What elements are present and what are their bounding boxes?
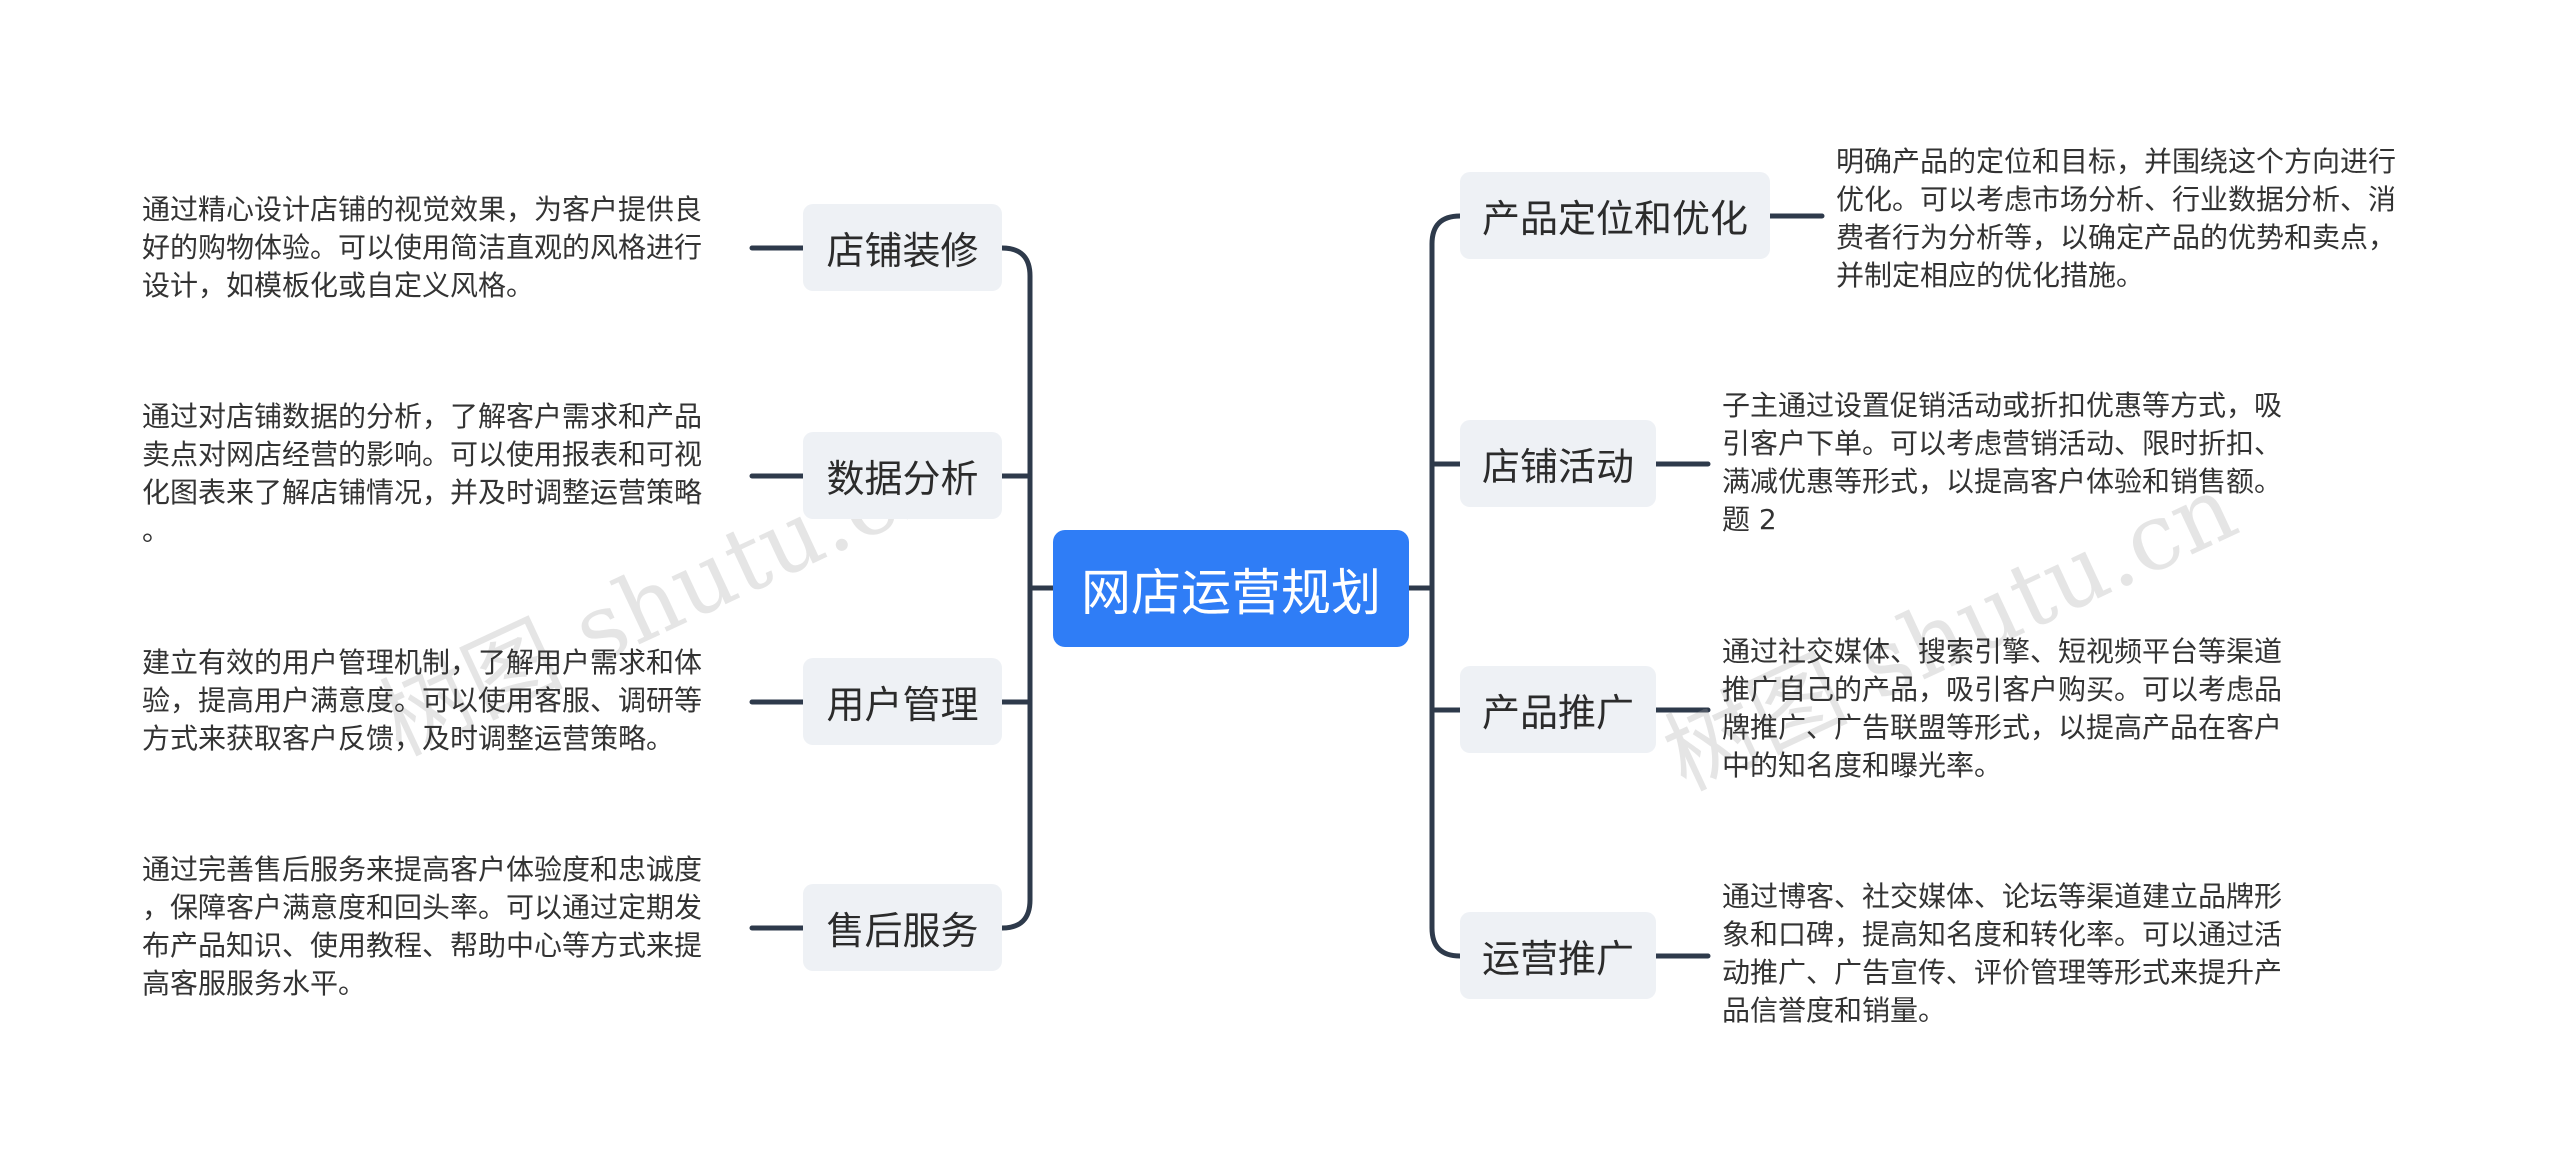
right-trunk	[1429, 213, 1463, 959]
branch-label: 售后服务	[826, 909, 979, 953]
branch-label: 产品推广	[1481, 691, 1634, 735]
branch-store-activities[interactable]: 店铺活动	[1460, 420, 1656, 507]
branch-label: 店铺活动	[1481, 445, 1634, 489]
leaf-user-management: 建立有效的用户管理机制，了解用户需求和体 验，提高用户满意度。可以使用客服、调研…	[142, 646, 703, 755]
leaf-store-decoration: 通过精心设计店铺的视觉效果，为客户提供良 好的购物体验。可以使用简洁直观的风格进…	[142, 193, 703, 302]
leaf-product-positioning: 明确产品的定位和目标，并围绕这个方向进行 优化。可以考虑市场分析、行业数据分析、…	[1836, 145, 2397, 292]
branch-operation-promotion[interactable]: 运营推广	[1460, 912, 1656, 999]
leaf-operation-promotion: 通过博客、社交媒体、论坛等渠道建立品牌形 象和口碑，提高知名度和转化率。可以通过…	[1722, 880, 2283, 1027]
leaf-store-activities: 子主通过设置促销活动或折扣优惠等方式，吸 引客户下单。可以考虑营销活动、限时折扣…	[1722, 389, 2283, 536]
root-topic[interactable]: 网店运营规划	[1053, 530, 1409, 647]
root-topic-label: 网店运营规划	[1081, 563, 1381, 622]
branch-user-management[interactable]: 用户管理	[803, 658, 1002, 745]
branch-label: 店铺装修	[826, 229, 979, 273]
branch-data-analysis[interactable]: 数据分析	[803, 432, 1002, 519]
branch-store-decoration[interactable]: 店铺装修	[803, 204, 1002, 291]
left-trunk	[999, 245, 1033, 931]
branch-after-sales[interactable]: 售后服务	[803, 884, 1002, 971]
branch-label: 产品定位和优化	[1481, 197, 1748, 241]
leaf-after-sales: 通过完善售后服务来提高客户体验度和忠诚度 ，保障客户满意度和回头率。可以通过定期…	[142, 853, 703, 1000]
branch-label: 运营推广	[1481, 937, 1634, 981]
branch-label: 用户管理	[826, 683, 979, 727]
leaf-data-analysis: 通过对店铺数据的分析，了解客户需求和产品 卖点对网店经营的影响。可以使用报表和可…	[142, 400, 703, 547]
branch-label: 数据分析	[826, 457, 979, 501]
leaf-product-promotion: 通过社交媒体、搜索引擎、短视频平台等渠道 推广自己的产品，吸引客户购买。可以考虑…	[1722, 635, 2283, 782]
branch-product-promotion[interactable]: 产品推广	[1460, 666, 1656, 753]
branch-product-positioning[interactable]: 产品定位和优化	[1460, 172, 1770, 259]
